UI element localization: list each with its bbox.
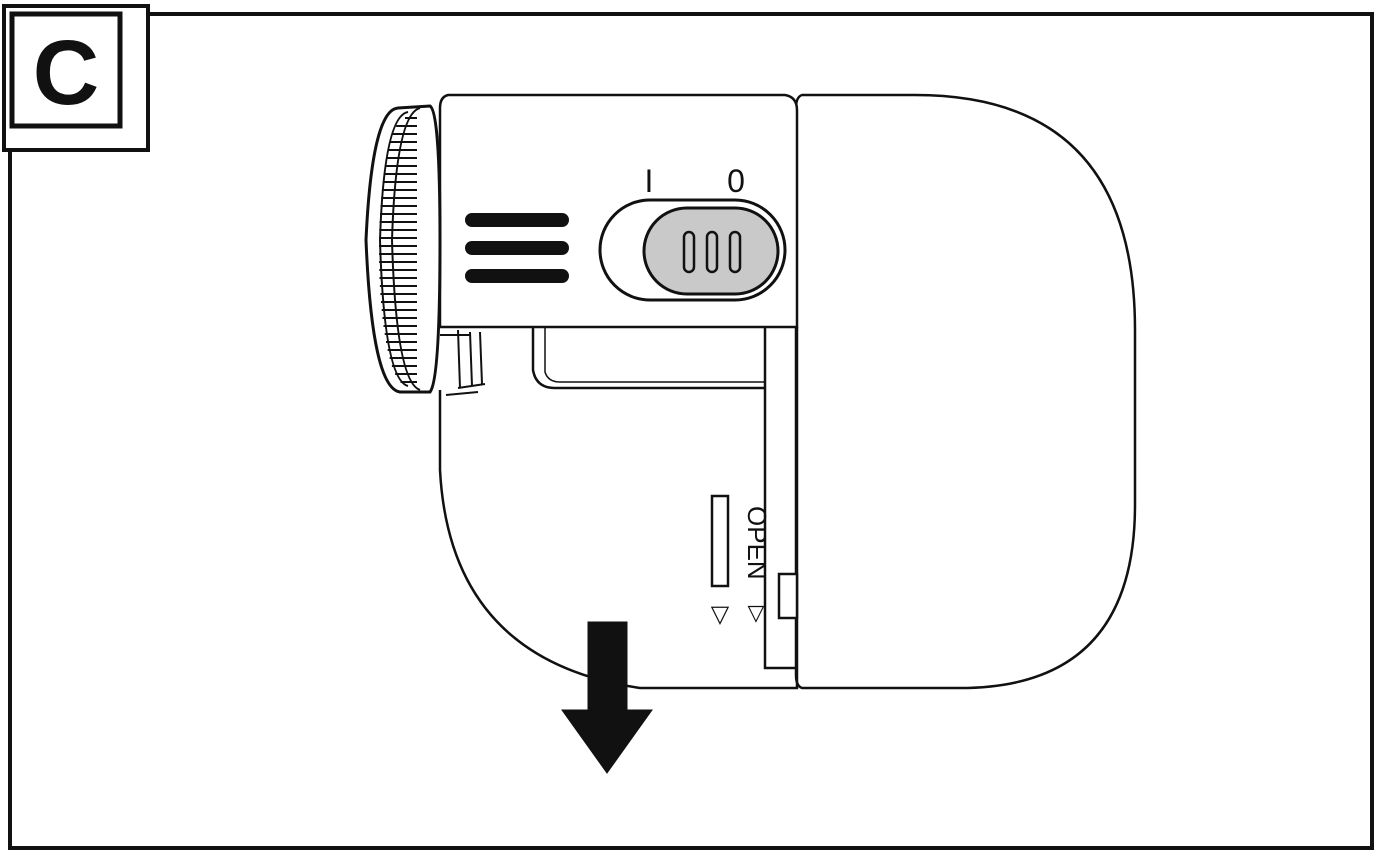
step-label-box: C: [2, 4, 150, 152]
switch-off-label: 0: [727, 163, 745, 199]
release-slider: [710, 494, 730, 588]
open-label: OPEN: [742, 506, 772, 580]
knob-grip: [728, 230, 742, 274]
knob-grip: [682, 230, 696, 274]
blade-cover: [794, 93, 1137, 690]
switch-on-label: I: [645, 163, 654, 199]
slider-marker: ▽: [711, 601, 730, 628]
step-label: C: [33, 22, 99, 124]
inner-recess: [531, 327, 765, 390]
vent-slots: [465, 213, 569, 283]
panel-border: [8, 12, 1374, 850]
open-indicator: ▽ OPEN ▽: [710, 494, 772, 628]
latch-tab: [777, 572, 799, 620]
shaft-part: [440, 329, 486, 389]
open-marker: ▽: [748, 600, 765, 625]
power-switch: I 0: [598, 163, 787, 302]
device-body: [435, 93, 1137, 690]
knob-grip: [705, 230, 719, 274]
pull-down-arrow-icon: [561, 621, 653, 774]
switch-knob: [642, 206, 780, 296]
height-adjust-dial: [364, 104, 442, 394]
container-door: [763, 327, 797, 670]
dial-ridges: [379, 117, 417, 383]
